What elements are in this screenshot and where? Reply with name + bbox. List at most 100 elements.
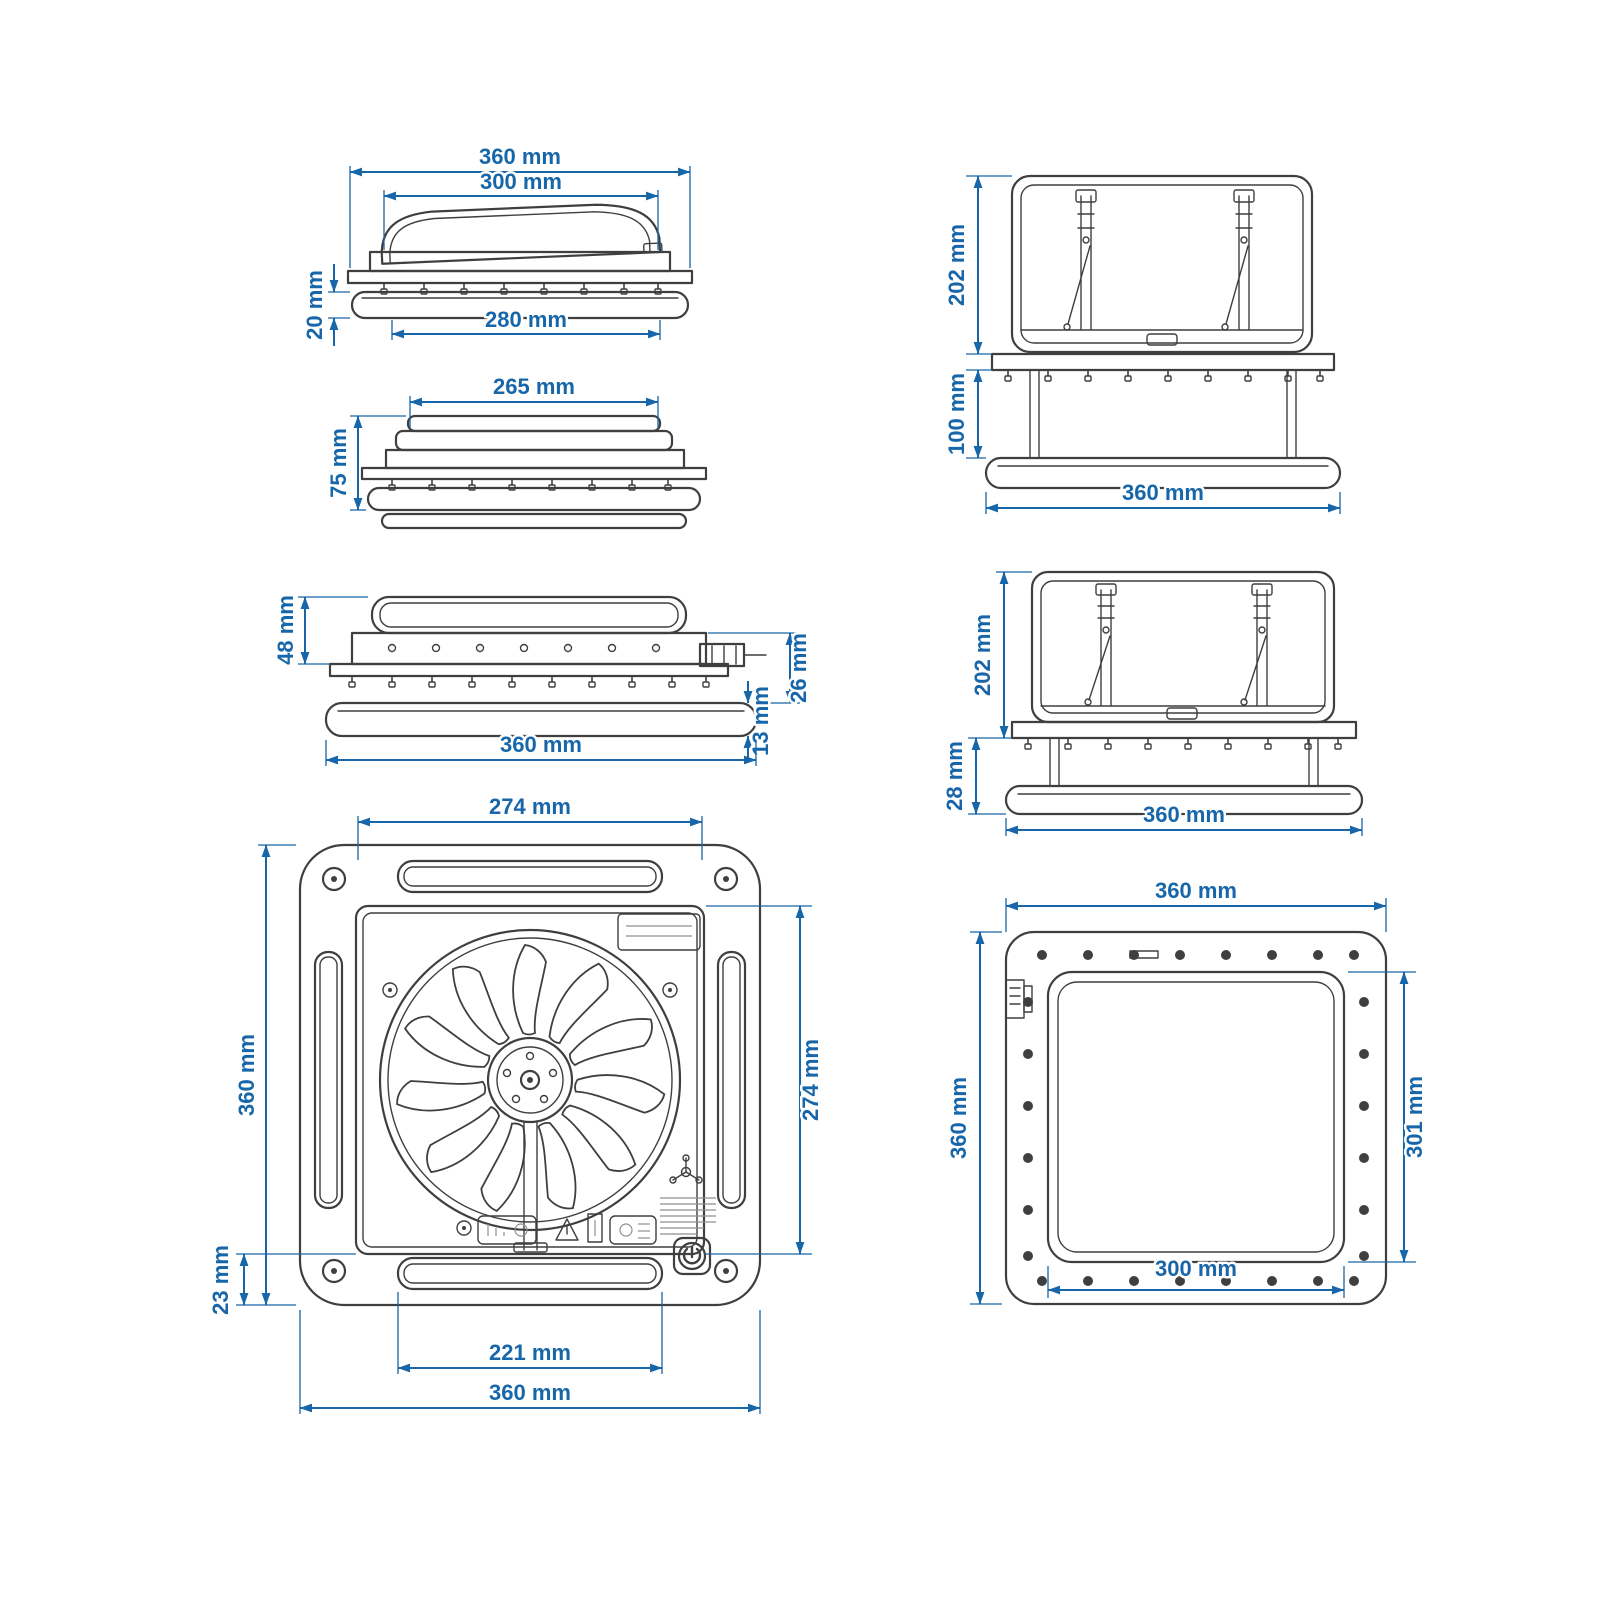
dim-top-outer-height: 360 mm <box>232 844 296 1306</box>
lift-strut-right <box>1221 189 1255 331</box>
mounting-flange <box>1010 720 1358 740</box>
view-frame: 360 mm 360 mm 301 mm 300 mm <box>944 876 1430 1306</box>
mounting-flange <box>328 662 730 678</box>
dim-frame-opening-height: 301 mm <box>1348 971 1430 1263</box>
dim-frame-outer-width: 360 mm <box>1005 876 1387 932</box>
base-plate <box>350 290 690 320</box>
dim-label-clearance: 100 mm <box>944 373 969 455</box>
lift-strut-left <box>1084 583 1117 707</box>
fan-housing <box>354 904 706 1256</box>
motor-strut <box>513 1121 548 1253</box>
lift-strut-left <box>1063 189 1097 331</box>
dim-open1-base-width: 360 mm <box>985 478 1341 514</box>
roof-plate <box>1004 784 1364 816</box>
dim-label-outer-width: 360 mm <box>1155 878 1237 903</box>
view-side-open-mounted: 202 mm 28 mm 360 mm <box>940 570 1364 836</box>
view-side-flange: 48 mm 26 mm 13 mm 360 mm <box>271 593 814 766</box>
dim-label-outer-width: 360 mm <box>500 732 582 757</box>
dim-label-flange-height: 28 mm <box>942 741 967 811</box>
view-side-closed: 265 mm 75 mm <box>324 372 708 530</box>
dim-label-base-width: 360 mm <box>1143 802 1225 827</box>
dim-label-base-height: 20 mm <box>302 270 327 340</box>
dim-side1-lid-width: 300 mm <box>383 167 659 250</box>
fan-ring-inner <box>387 937 673 1223</box>
housing-screws <box>382 982 678 1236</box>
dim-label-outer-height: 360 mm <box>946 1077 971 1159</box>
outer-frame <box>298 843 762 1307</box>
lid-handle <box>1166 707 1198 720</box>
dim-label-opening-width: 300 mm <box>1155 1256 1237 1281</box>
dim-label-inner-height: 274 mm <box>798 1039 823 1121</box>
legs <box>1049 737 1319 787</box>
dim-label-outer-width: 360 mm <box>479 144 561 169</box>
dim-side3-recess-depth: 26 mm <box>708 631 814 705</box>
dim-label-lid-height: 202 mm <box>944 224 969 306</box>
view-top-fan: 274 mm 360 mm 274 mm 23 mm 221 mm <box>206 792 826 1414</box>
dim-side1-outer-width: 360 mm <box>349 142 691 268</box>
dim-label-base-width: 360 mm <box>1122 480 1204 505</box>
lid-inner <box>379 602 679 628</box>
dim-open1-clearance: 100 mm <box>942 369 992 459</box>
dim-label-body-height: 48 mm <box>273 595 298 665</box>
view-side-lid-raised: 360 mm 300 mm 20 mm 280 mm <box>300 142 694 346</box>
dim-open2-lid-height: 202 mm <box>968 571 1032 739</box>
wing-knob-icon <box>669 1154 703 1184</box>
frame-opening-inner <box>1057 981 1335 1253</box>
dim-frame-opening-width: 300 mm <box>1047 1254 1345 1298</box>
fine-print-block <box>660 1197 716 1235</box>
dim-side1-base-height: 20 mm <box>300 264 350 346</box>
dim-side3-body-height: 48 mm <box>271 593 368 667</box>
dim-top-grille-width: 221 mm <box>397 1292 663 1374</box>
mounting-flange <box>990 352 1336 372</box>
dim-label-base-height: 13 mm <box>748 686 773 756</box>
inner-garnish <box>380 512 688 530</box>
fan-hub <box>486 1036 574 1124</box>
dim-label-height: 75 mm <box>326 428 351 498</box>
dim-label-corner-offset: 23 mm <box>208 1245 233 1315</box>
dim-label-inner-width: 274 mm <box>489 794 571 819</box>
fan-housing-inner <box>362 912 698 1248</box>
lid-open-inner <box>1020 184 1304 344</box>
roof-plate <box>984 456 1342 490</box>
bolt-holes <box>1023 950 1369 1286</box>
dim-label-inner-width: 280 mm <box>485 307 567 332</box>
dim-open2-flange-height: 28 mm <box>940 737 1006 815</box>
lid-open-inner <box>1040 580 1326 714</box>
view-side-open-raised: 202 mm 100 mm 360 mm <box>942 174 1342 514</box>
label-sticker <box>617 913 701 951</box>
dim-label-lid-height: 202 mm <box>970 614 995 696</box>
base-plate <box>366 486 702 512</box>
corner-screw-holes <box>321 866 739 1284</box>
dim-label-outer-width: 360 mm <box>489 1380 571 1405</box>
dim-label-recess-depth: 26 mm <box>786 633 811 703</box>
dim-side3-base-height: 13 mm <box>743 681 776 758</box>
power-button-icon <box>672 1236 712 1276</box>
legs <box>1029 369 1297 459</box>
dim-side2-lid-width: 265 mm <box>409 372 659 428</box>
control-icon-strip <box>477 1213 657 1245</box>
dim-top-corner-offset: 23 mm <box>206 1243 356 1317</box>
dim-frame-outer-height: 360 mm <box>944 931 1002 1305</box>
lid-open <box>1010 174 1314 354</box>
dim-label-grille-width: 221 mm <box>489 1340 571 1365</box>
lift-strut-right <box>1240 583 1273 707</box>
screw-dots <box>387 643 661 653</box>
mounting-flange <box>346 269 694 285</box>
dim-open2-base-width: 360 mm <box>1005 800 1363 836</box>
dim-label-outer-height: 360 mm <box>234 1034 259 1116</box>
lid-handle <box>1146 333 1178 346</box>
dim-label-lid-width: 300 mm <box>480 169 562 194</box>
frame-opening <box>1046 970 1346 1264</box>
dim-top-inner-width: 274 mm <box>357 792 703 860</box>
dim-top-outer-width: 360 mm <box>299 1310 761 1414</box>
warning-icon <box>555 1218 579 1241</box>
fan-ring-outer <box>378 928 682 1232</box>
wire-connector <box>698 642 767 668</box>
dim-label-lid-width: 265 mm <box>493 374 575 399</box>
base-plate <box>324 701 758 738</box>
dim-open1-lid-height: 202 mm <box>942 175 1012 355</box>
dim-side1-inner-width: 280 mm <box>391 305 661 340</box>
